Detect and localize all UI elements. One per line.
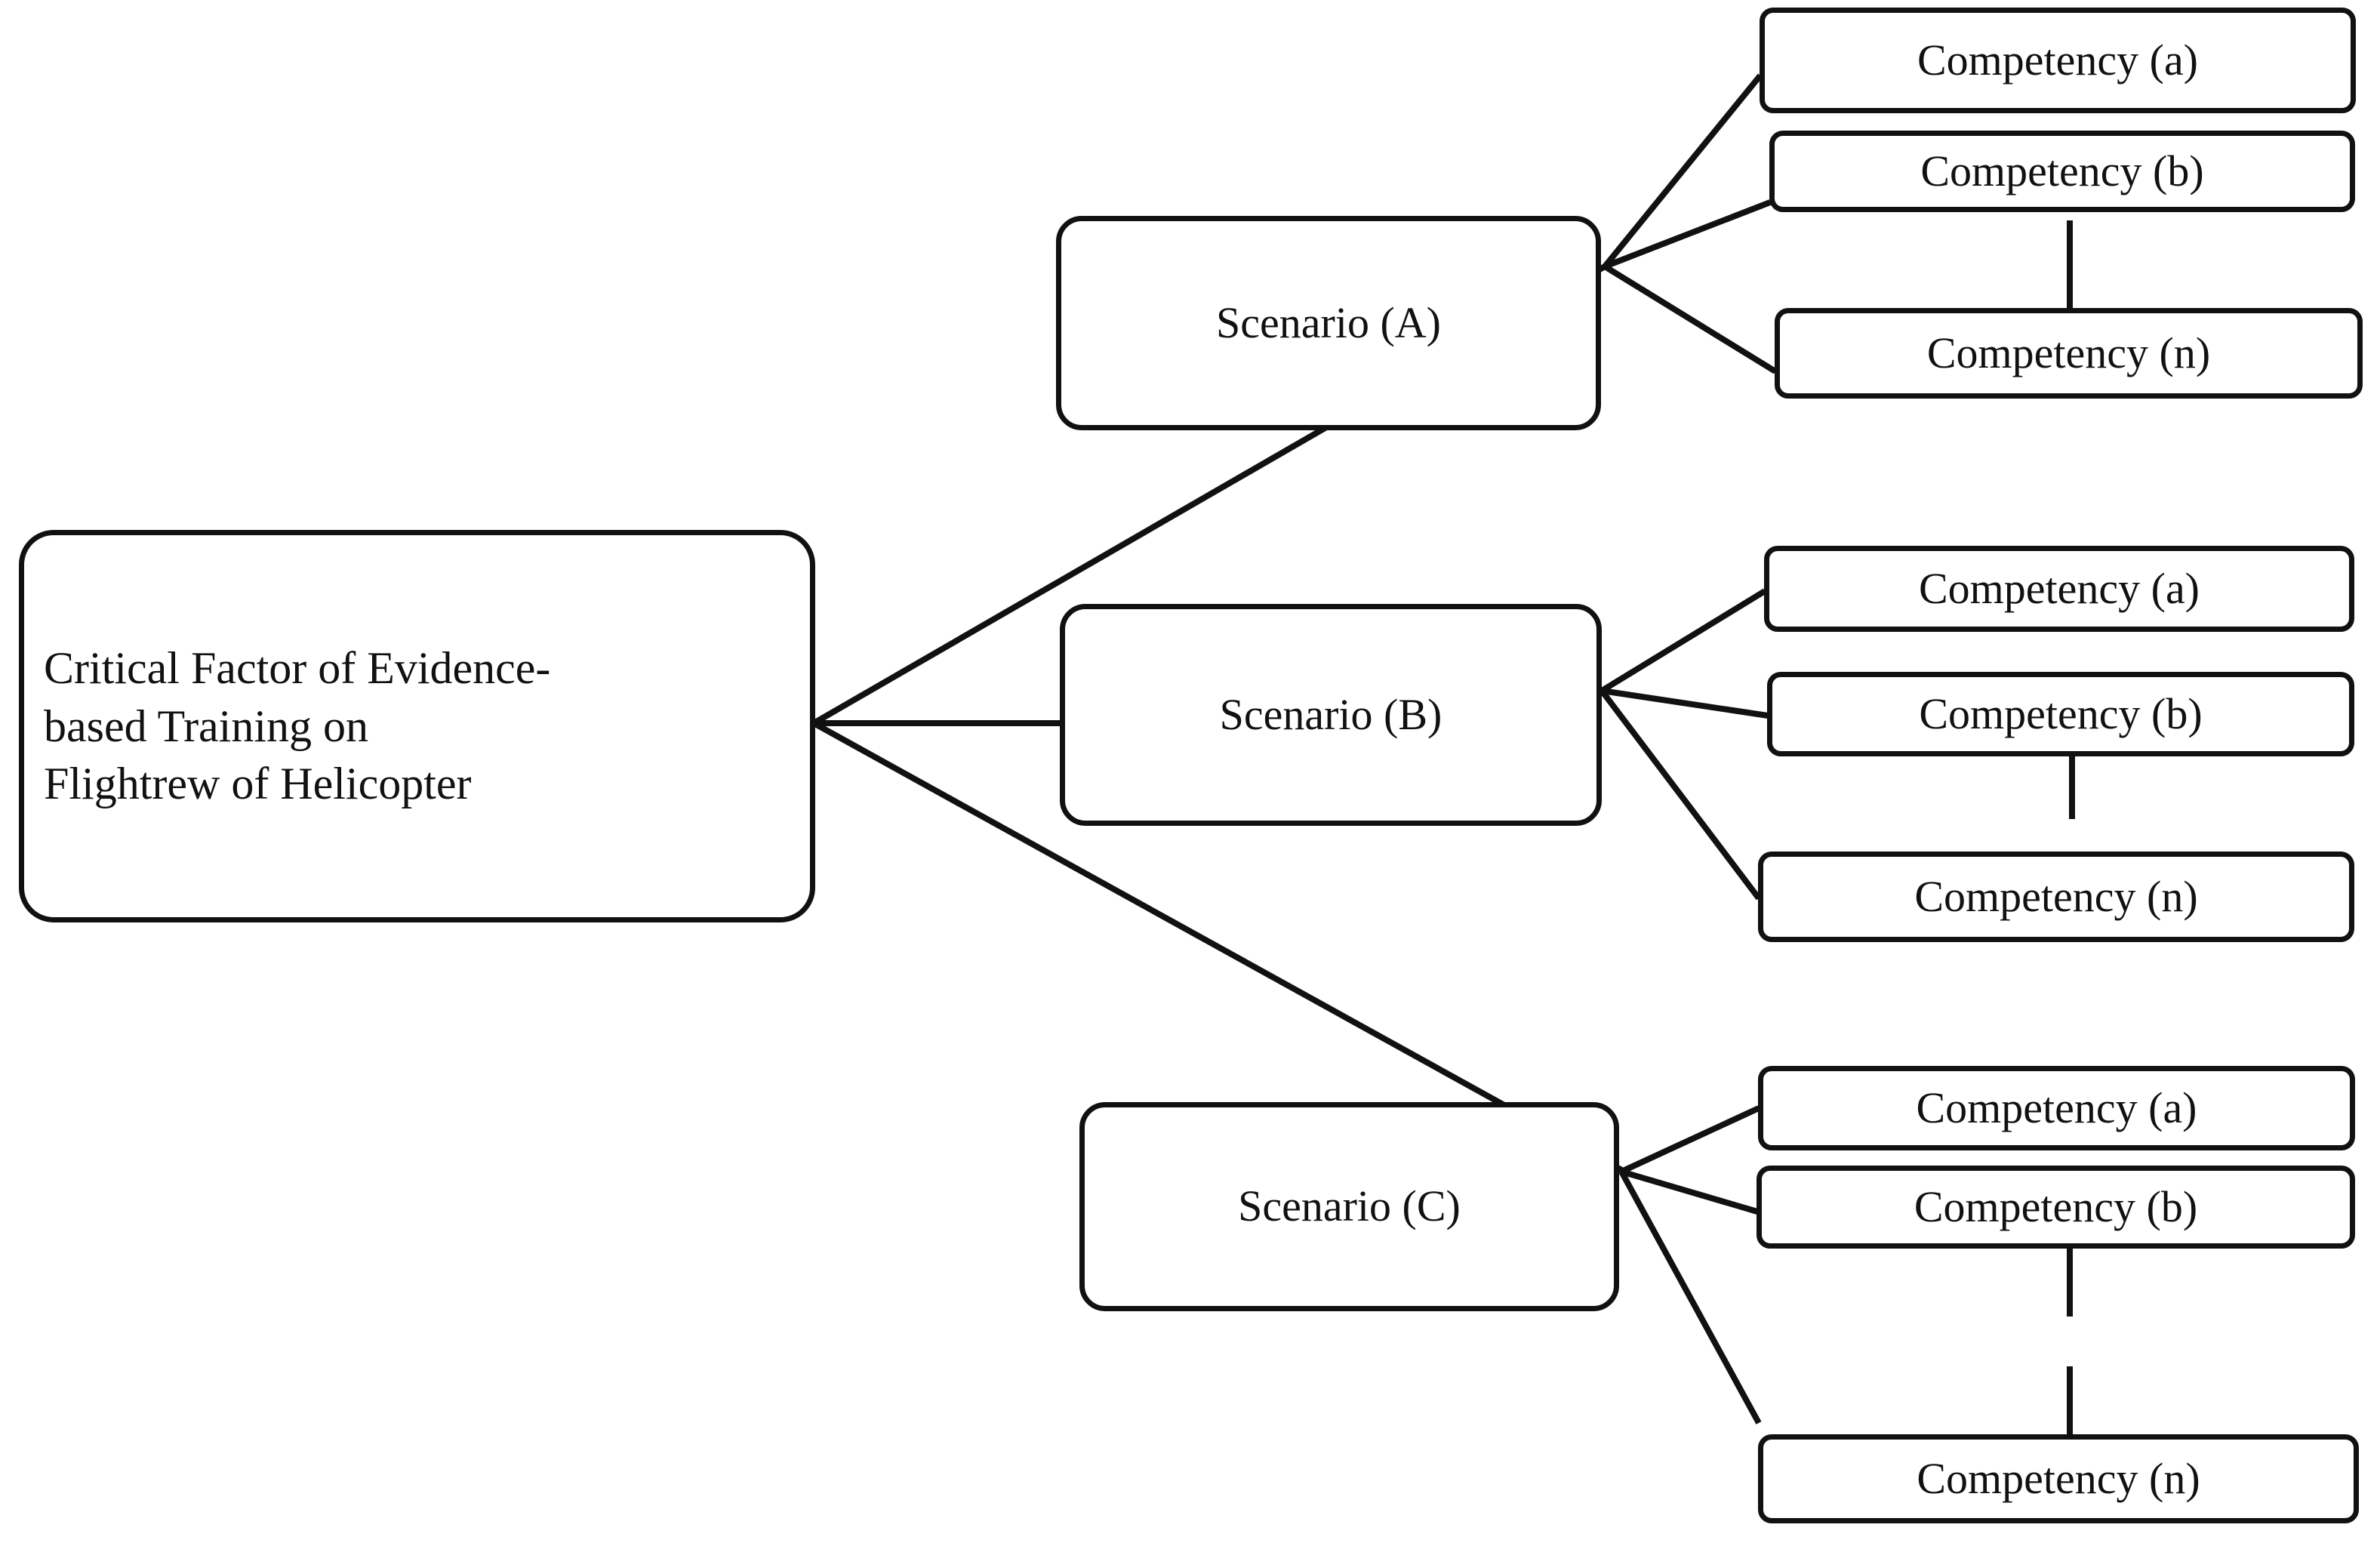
connector-scenario-a-to-competency-a (1602, 73, 1763, 269)
competency-node-c3-label: Competency (n) (1917, 1453, 2200, 1503)
competency-node-c1[interactable]: Competency (a) (1758, 1066, 2355, 1150)
scenario-node-b-label: Scenario (B) (1219, 689, 1442, 739)
scenario-node-c[interactable]: Scenario (C) (1079, 1102, 1619, 1311)
competency-node-b2-label: Competency (b) (1919, 688, 2203, 738)
competency-node-b1-label: Competency (a) (1918, 563, 2200, 613)
connector-scenario-c-to-competency-n (1618, 1170, 1762, 1424)
competency-node-a1-label: Competency (a) (1917, 35, 2198, 85)
connector-scenario-a-to-competency-n (1603, 263, 1778, 374)
scenario-node-a[interactable]: Scenario (A) (1056, 216, 1601, 430)
connector-scenario-c-to-competency-b (1620, 1169, 1759, 1215)
competency-node-b3[interactable]: Competency (n) (1758, 852, 2354, 942)
competency-node-a3[interactable]: Competency (n) (1775, 308, 2363, 399)
competency-node-c2-label: Competency (b) (1914, 1181, 2198, 1231)
connector-scenario-b-to-competency-n (1599, 688, 1762, 901)
competency-node-b3-label: Competency (n) (1914, 871, 2198, 921)
scenario-node-c-label: Scenario (C) (1238, 1181, 1461, 1231)
connector-scenario-b-to-competency-b (1601, 688, 1769, 719)
root-node-label: Critical Factor of Evidence- based Train… (44, 642, 551, 809)
competency-node-b1[interactable]: Competency (a) (1764, 546, 2354, 632)
competency-node-c2[interactable]: Competency (b) (1757, 1166, 2355, 1249)
competency-node-b2[interactable]: Competency (b) (1767, 672, 2354, 756)
competency-node-c1-label: Competency (a) (1916, 1083, 2197, 1132)
competency-node-a1[interactable]: Competency (a) (1760, 8, 2356, 113)
root-node[interactable]: Critical Factor of Evidence- based Train… (19, 530, 815, 922)
competency-node-a2[interactable]: Competency (b) (1769, 131, 2355, 212)
competency-node-c3[interactable]: Competency (n) (1758, 1434, 2359, 1523)
connector-scenario-a-to-competency-b (1603, 199, 1772, 269)
connector-root-to-scenario-c (812, 720, 1626, 1175)
scenario-node-b[interactable]: Scenario (B) (1060, 604, 1602, 826)
connector-scenario-c-to-competency-a (1620, 1105, 1760, 1175)
competency-node-a2-label: Competency (b) (1920, 146, 2204, 196)
connector-scenario-b-to-competency-a (1599, 588, 1767, 694)
competency-node-a3-label: Competency (n) (1926, 328, 2211, 377)
scenario-node-a-label: Scenario (A) (1216, 297, 1441, 347)
